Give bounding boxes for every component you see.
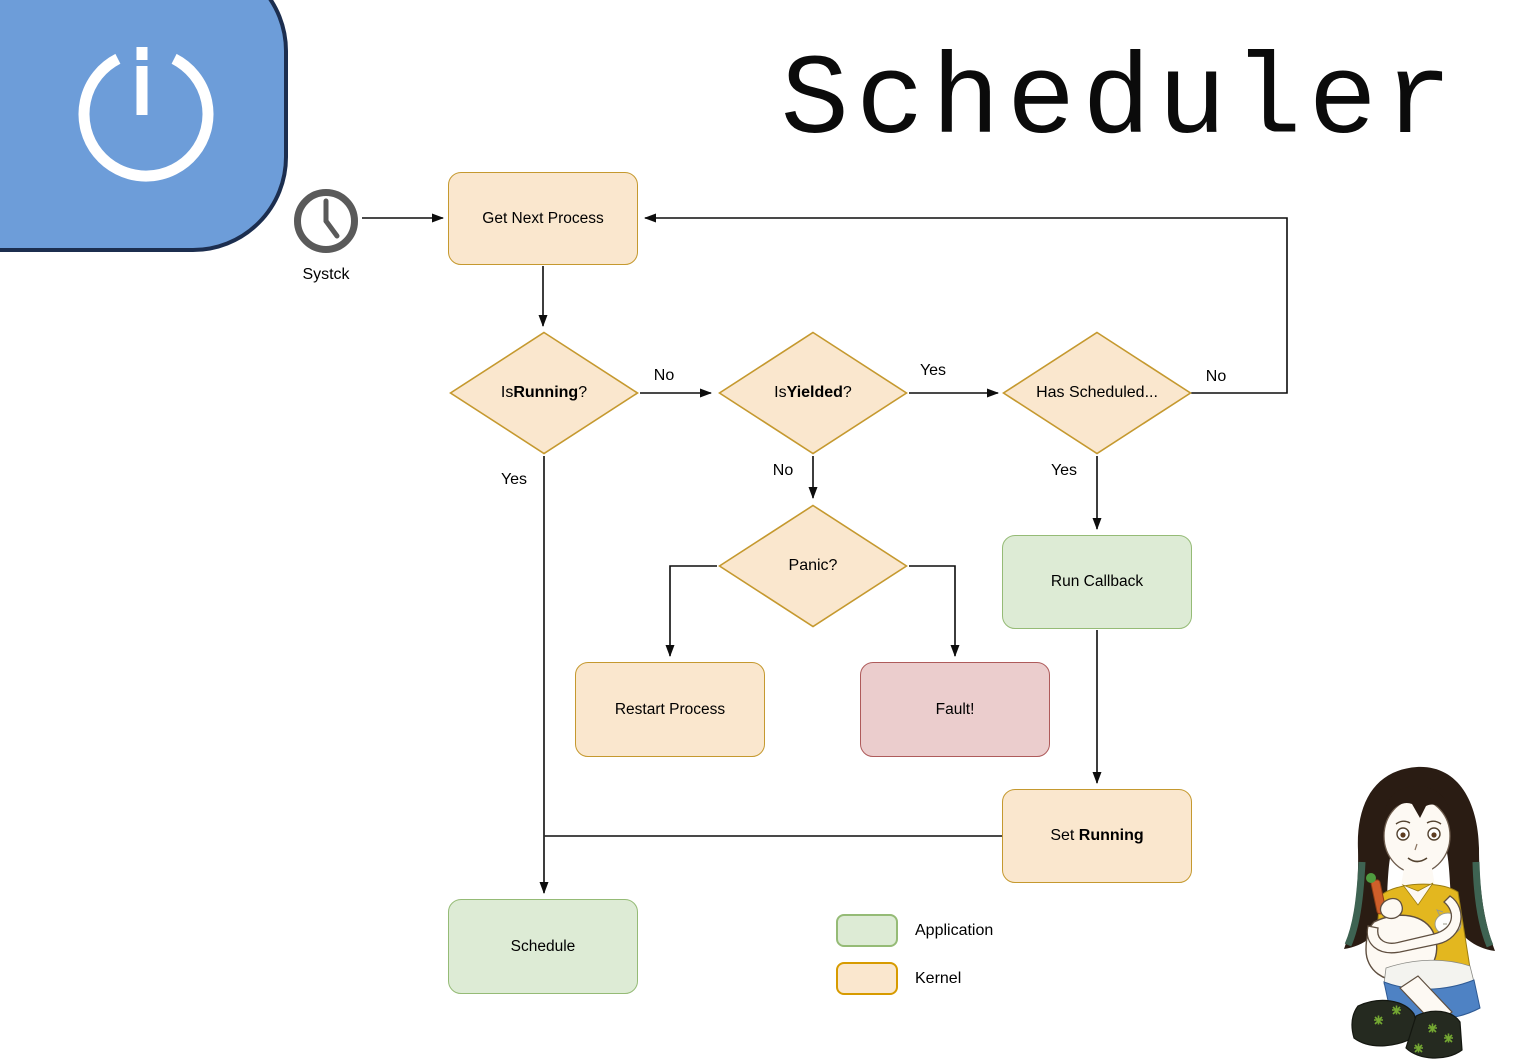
node-label: Restart Process [614, 700, 726, 718]
clock-icon [291, 186, 361, 261]
edge-label-scheduled-yes: Yes [1048, 462, 1080, 480]
edge-label-scheduled-no: No [1203, 368, 1229, 386]
power-icon [78, 47, 214, 182]
node-label: Schedule [510, 937, 576, 955]
legend-swatch-kernel [836, 962, 898, 995]
node-schedule: Schedule [448, 899, 638, 994]
node-label: Panic? [788, 557, 838, 574]
edge-label-yielded-yes: Yes [917, 362, 949, 380]
node-label: Is Running? [500, 384, 588, 401]
page-title: Scheduler [780, 37, 1460, 167]
brand-logo [0, 0, 288, 252]
node-has-scheduled: Has Scheduled... [1002, 331, 1192, 455]
clock-label: Systck [302, 266, 350, 283]
node-label: Get Next Process [482, 209, 604, 227]
node-run-callback: Run Callback [1002, 535, 1192, 629]
node-label: Run Callback [1050, 573, 1144, 590]
node-label: Set Running [1050, 827, 1144, 844]
diamond-shape [1002, 331, 1192, 455]
edge-label-running-no: No [651, 367, 677, 385]
node-label: Has Scheduled... [1036, 384, 1158, 401]
diamond-shape [449, 331, 639, 455]
edge-label-running-yes: Yes [498, 471, 530, 489]
legend-label-application: Application [915, 921, 994, 939]
node-set-running: Set Running [1002, 789, 1192, 883]
node-label: Fault! [935, 700, 975, 718]
diamond-shape [718, 504, 908, 628]
node-fault: Fault! [860, 662, 1050, 757]
node-is-running: Is Running? [449, 331, 639, 455]
edge-label-yielded-no: No [770, 462, 796, 480]
node-label: Is Yielded? [774, 384, 852, 401]
node-restart-process: Restart Process [575, 662, 765, 757]
diamond-shape [718, 331, 908, 455]
legend-label-kernel: Kernel [915, 969, 962, 987]
legend-swatch-application [836, 914, 898, 947]
node-is-yielded: Is Yielded? [718, 331, 908, 455]
node-panic: Panic? [718, 504, 908, 628]
node-get-next-process: Get Next Process [448, 172, 638, 265]
girl-illustration [1344, 766, 1495, 1059]
